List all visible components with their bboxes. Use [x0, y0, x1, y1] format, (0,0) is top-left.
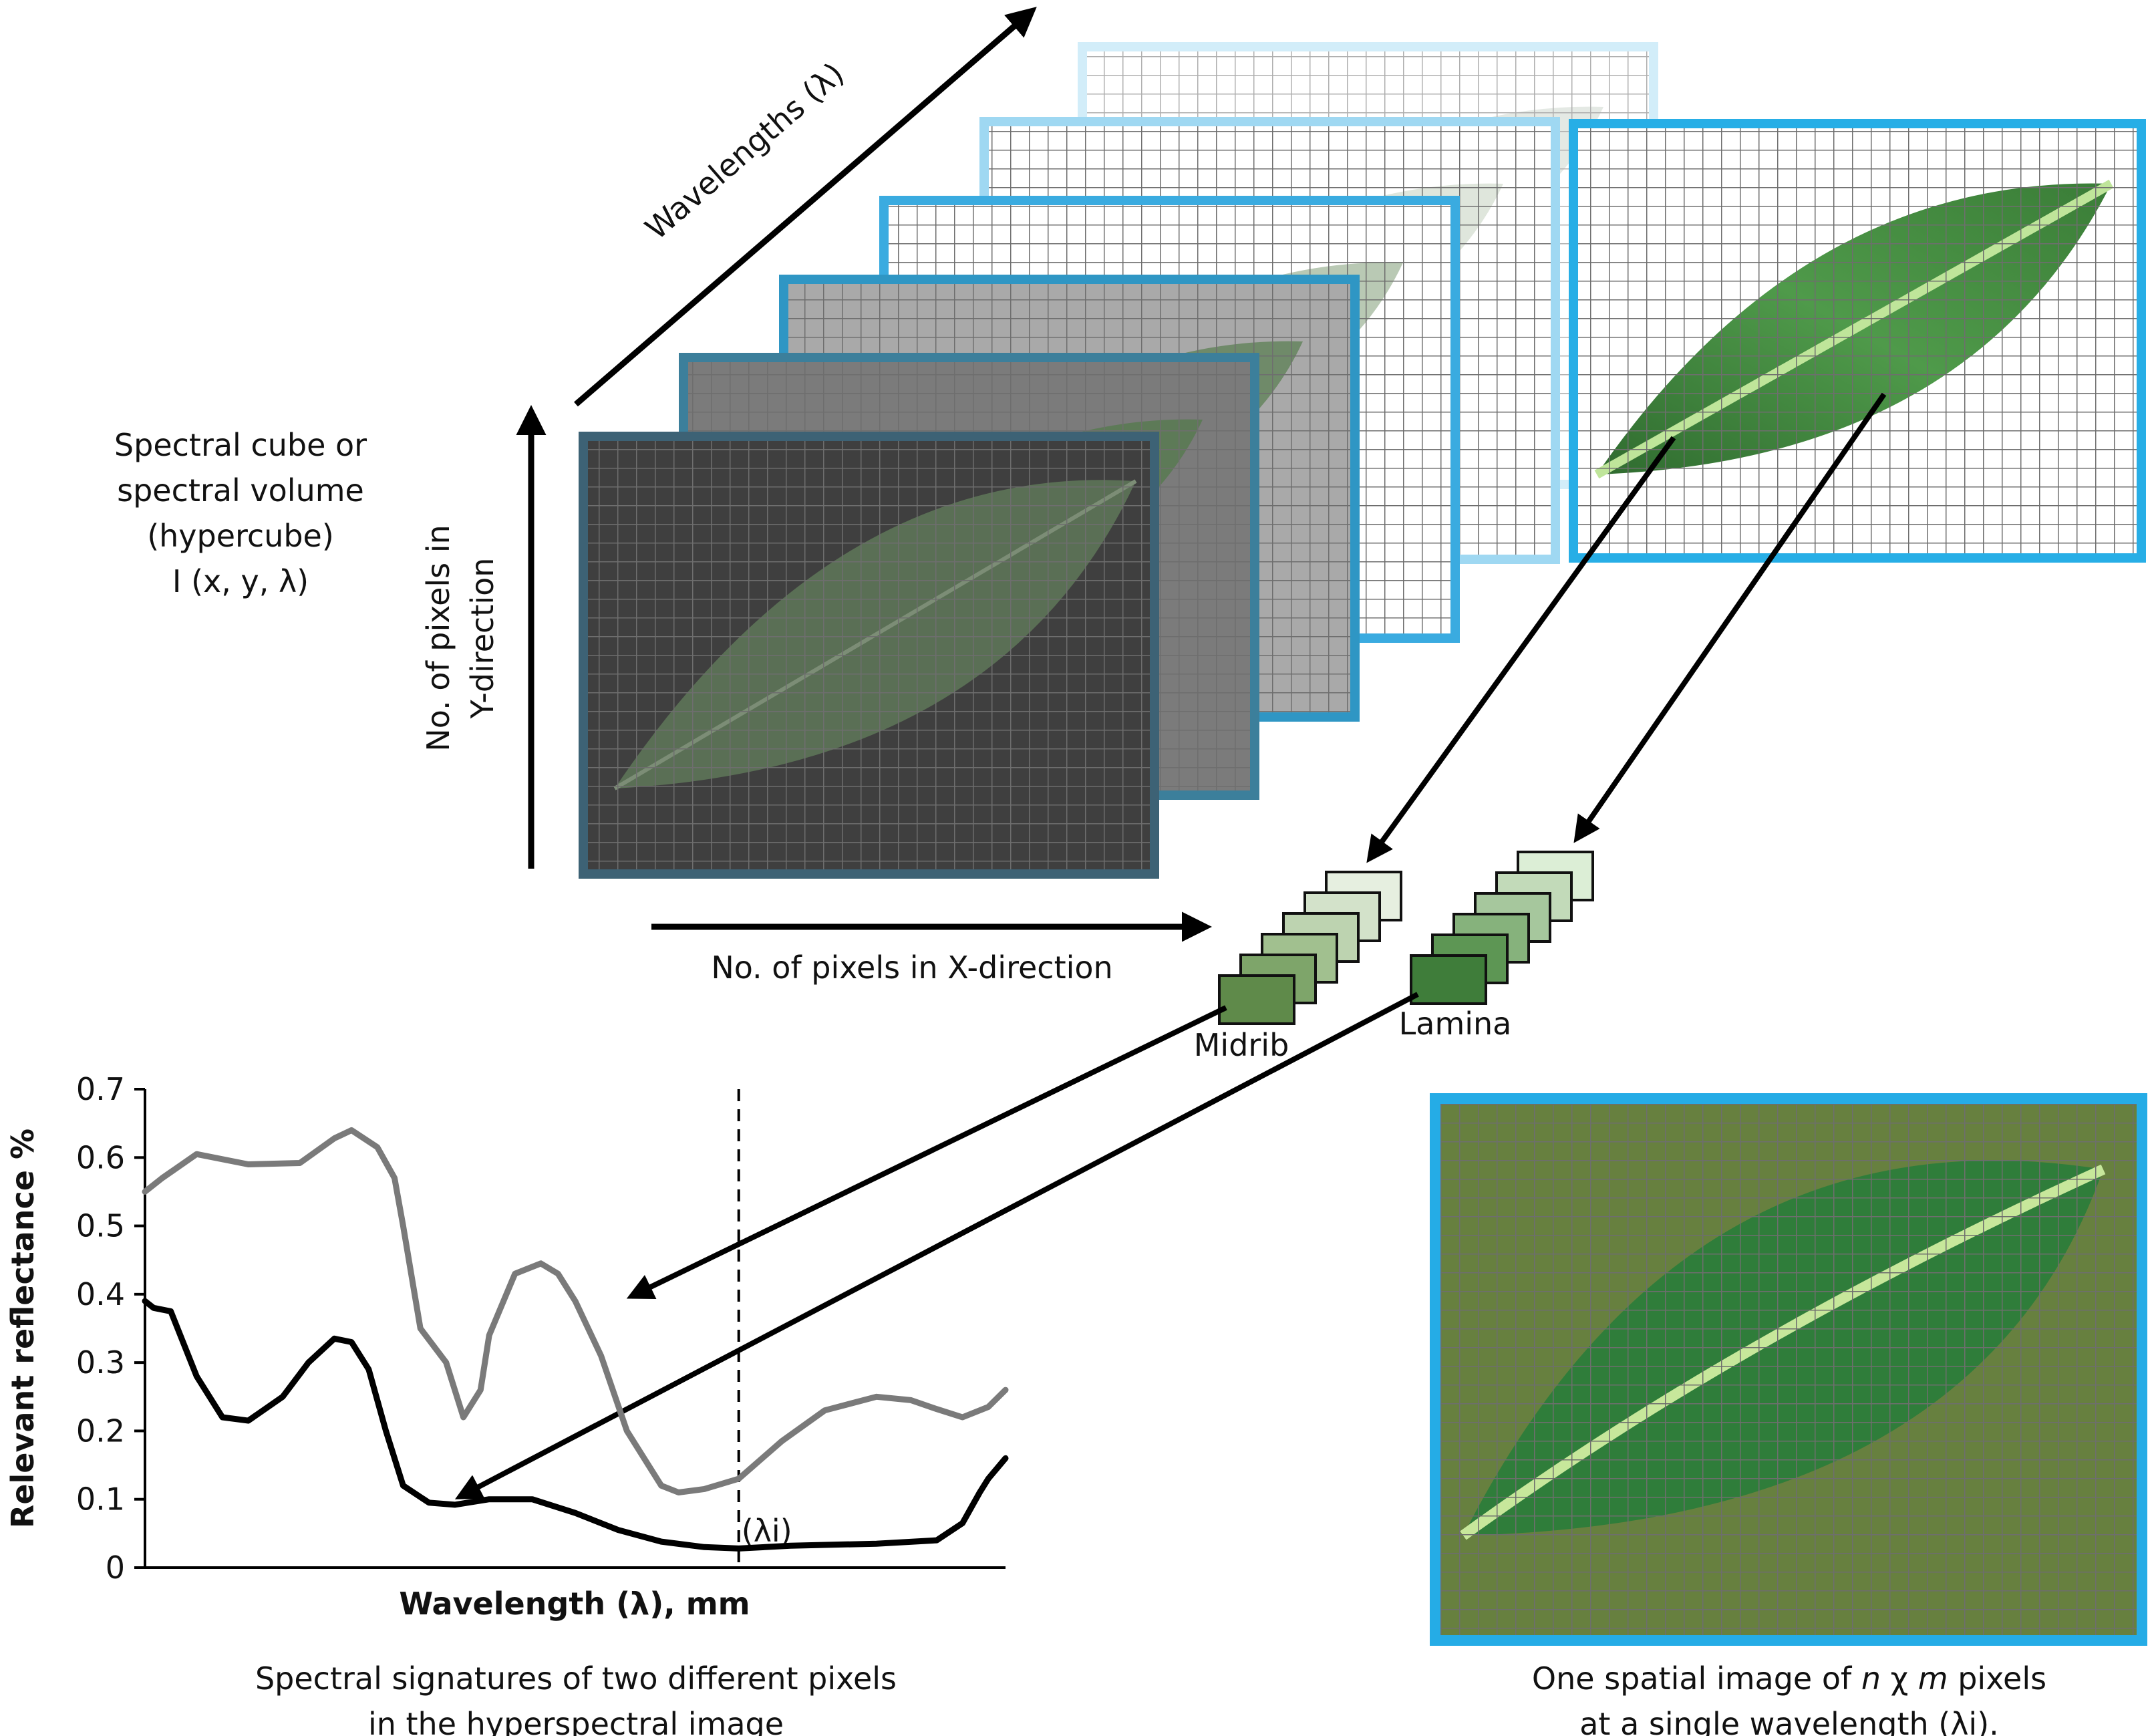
spectral-chart: 0 0.1 0.2 0.3 0.4 0.5 0.6 0.7 (λi) Relevant ref…: [5, 1071, 1009, 1622]
right-caption-pre: One spatial image of: [1532, 1660, 1861, 1697]
cube-layer-6-front: [579, 432, 1159, 879]
y-tick-label: 0: [106, 1550, 125, 1586]
right-caption-chi: χ: [1881, 1660, 1918, 1697]
y-tick-label: 0.5: [76, 1208, 125, 1244]
cube-description-line1: Spectral cube or: [114, 427, 367, 463]
chart-x-label: Wavelength (λ), mm: [399, 1586, 750, 1622]
right-caption-post: pixels: [1948, 1660, 2046, 1697]
wavelength-marker-label: (λi): [742, 1513, 792, 1549]
wavelength-axis-arrow: [574, 7, 1037, 407]
spectral-cube: Wavelengths (λ) No. of pixels in Y-direc…: [114, 7, 2146, 986]
cube-description-line3: (hypercube): [147, 518, 334, 554]
y-axis-label-line2: Y-direction: [464, 558, 500, 720]
lamina-pixel-stack: [1410, 851, 1594, 1005]
y-tick-label: 0.4: [76, 1276, 125, 1312]
arrow-layer-to-lamina: [1573, 392, 1887, 843]
chart-x-label-main: Wavelength (λ): [399, 1586, 663, 1622]
y-axis-label-line1: No. of pixels in: [420, 525, 456, 751]
chart-y-ticks: 0 0.1 0.2 0.3 0.4 0.5 0.6 0.7: [76, 1071, 145, 1586]
chart-x-label-unit: , mm: [663, 1586, 750, 1622]
y-tick-label: 0.2: [76, 1413, 125, 1449]
midrib-pixel-stack: [1218, 871, 1402, 1025]
single-band-layer: [1569, 119, 2146, 563]
chart-y-label: Relevant reflectance %: [5, 1129, 41, 1528]
arrow-midrib-to-chart: [626, 1005, 1227, 1300]
left-caption-line2: in the hyperspectral image: [368, 1706, 784, 1736]
series-line-midrib: [142, 1127, 1009, 1495]
lamina-pixel-0: [1410, 954, 1487, 1005]
right-caption-line2: at a single wavelength (λi).: [1579, 1706, 1999, 1736]
series-line-lamina: [142, 1298, 1009, 1552]
single-wavelength-image: [1430, 1093, 2147, 1646]
right-caption-m: m: [1918, 1660, 1948, 1697]
arrow-lamina-to-chart: [454, 992, 1419, 1499]
y-tick-label: 0.3: [76, 1344, 125, 1381]
wavelength-axis-label: Wavelengths (λ): [638, 55, 851, 247]
right-caption-n: n: [1861, 1660, 1881, 1697]
right-caption-line1: One spatial image of n χ m pixels: [1532, 1660, 2046, 1697]
y-tick-label: 0.6: [76, 1139, 125, 1175]
cube-description-line4: I (x, y, λ): [172, 563, 309, 599]
left-caption-line1: Spectral signatures of two different pix…: [255, 1660, 897, 1697]
cube-description-line2: spectral volume: [117, 472, 364, 509]
y-tick-label: 0.1: [76, 1481, 125, 1517]
x-axis-label: No. of pixels in X-direction: [711, 950, 1112, 986]
arrow-layer-to-midrib: [1366, 436, 1676, 863]
y-tick-label: 0.7: [76, 1071, 125, 1107]
midrib-label: Midrib: [1194, 1027, 1289, 1063]
lamina-label: Lamina: [1399, 1006, 1512, 1042]
midrib-pixel-0: [1218, 974, 1295, 1025]
